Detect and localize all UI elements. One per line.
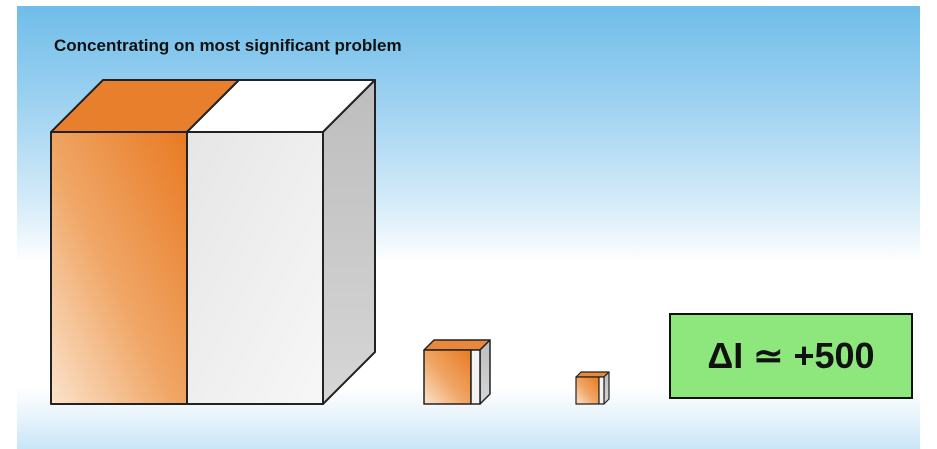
medium-cube-front-orange	[423, 349, 472, 405]
medium-cube-front-white	[470, 349, 481, 405]
small-cube	[575, 371, 610, 405]
result-text: ΔI ≃ +500	[707, 335, 875, 376]
large-block-side	[322, 79, 376, 405]
small-cube-front-white	[598, 376, 605, 405]
blocks-illustration	[50, 79, 610, 405]
small-cube-front-orange	[575, 376, 600, 405]
large-block-front-white	[186, 131, 324, 405]
slide-background: Concentrating on most significant proble…	[17, 6, 920, 449]
medium-cube-side	[479, 339, 491, 405]
large-block	[50, 79, 376, 405]
small-cube-side	[603, 371, 610, 405]
result-box: ΔI ≃ +500	[669, 313, 913, 399]
slide-title: Concentrating on most significant proble…	[54, 36, 402, 55]
medium-cube-top	[423, 339, 491, 351]
large-block-front-orange	[50, 131, 188, 405]
medium-cube	[423, 339, 491, 405]
